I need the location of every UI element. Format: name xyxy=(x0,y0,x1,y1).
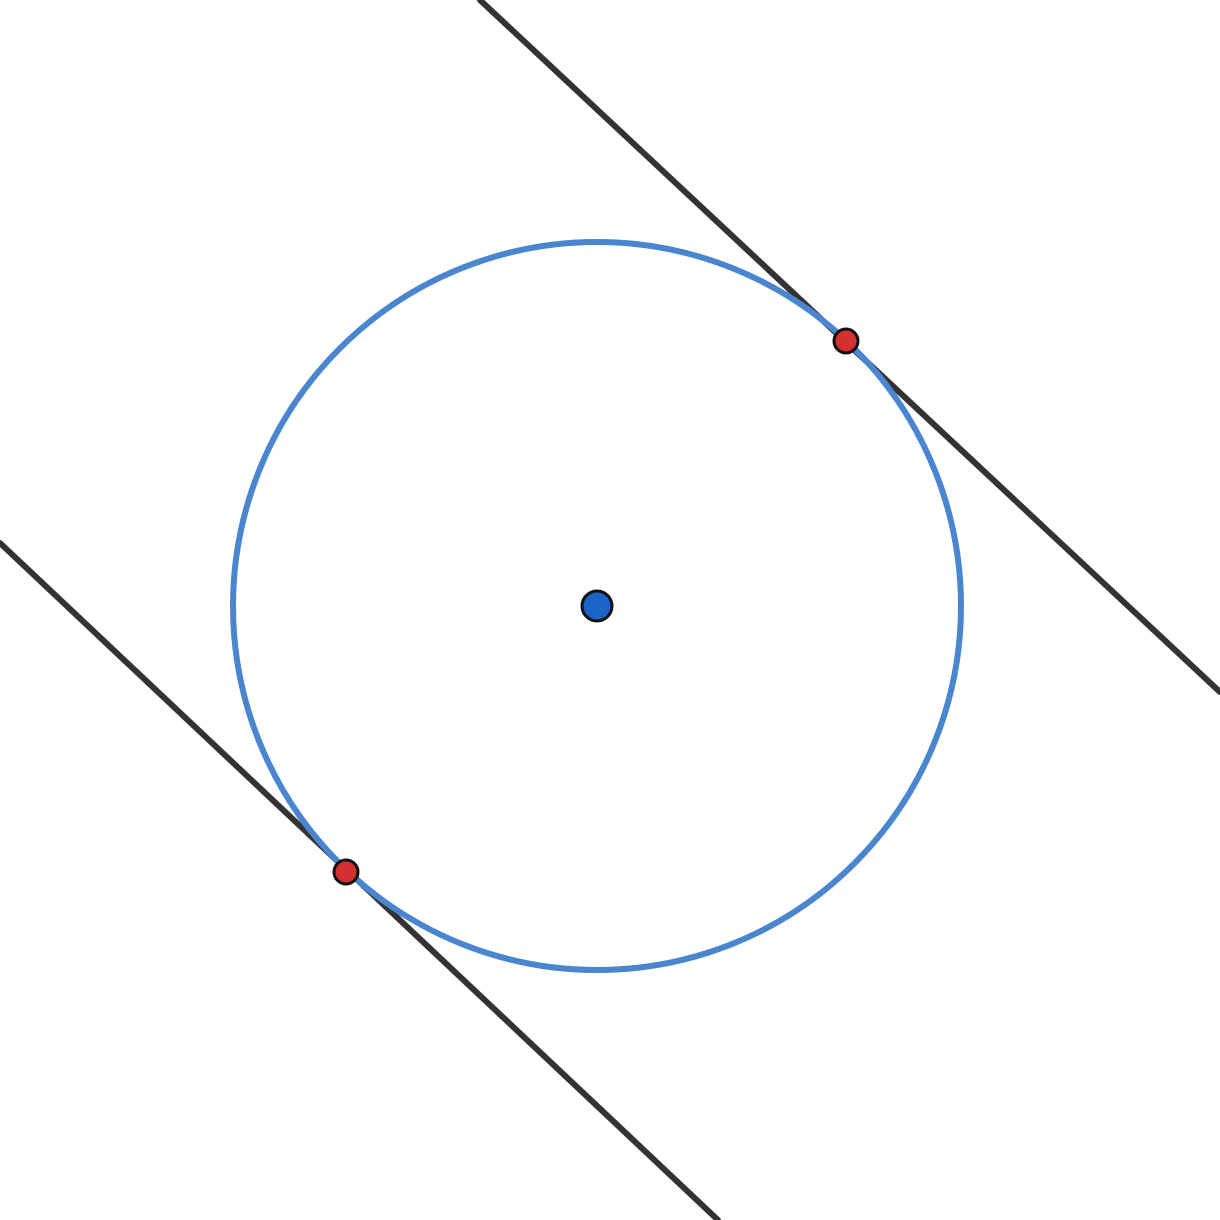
tangent-point-lower xyxy=(332,858,360,886)
circle xyxy=(230,239,964,973)
tangent-point-upper xyxy=(832,327,860,355)
center-point xyxy=(580,589,614,623)
